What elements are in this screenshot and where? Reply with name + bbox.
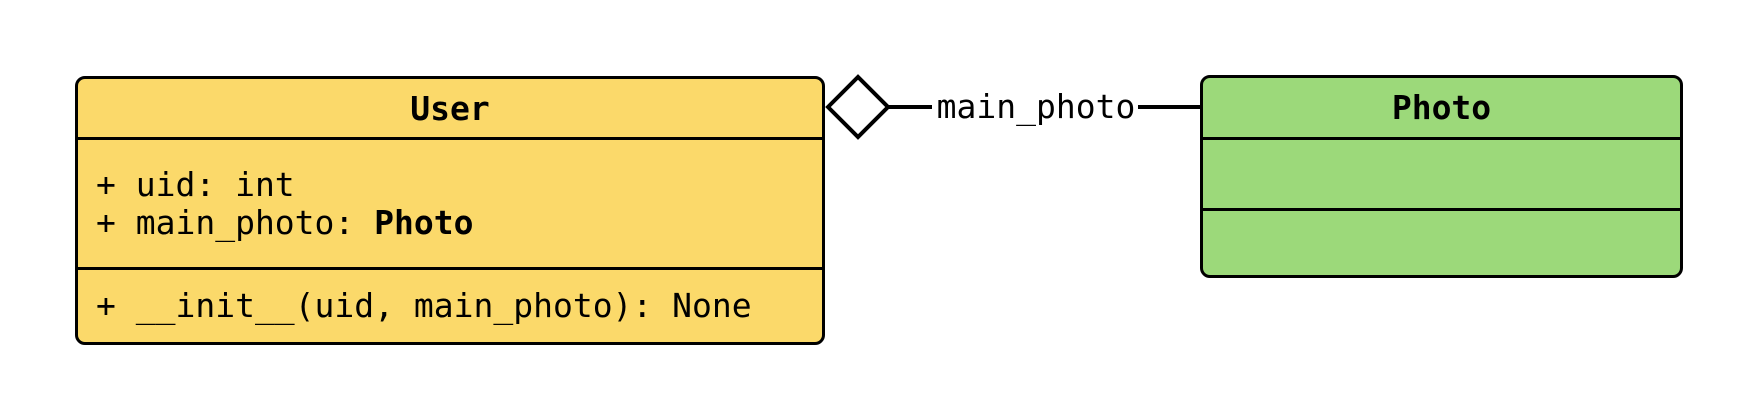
- user-attributes-compartment: + uid: int + main_photo: Photo: [78, 137, 822, 267]
- class-box-user: User + uid: int + main_photo: Photo + __…: [75, 76, 825, 345]
- class-box-photo: Photo: [1200, 75, 1683, 278]
- class-title-photo-label: Photo: [1391, 88, 1492, 127]
- attribute-uid-text: + uid: int: [96, 164, 295, 204]
- aggregation-diamond-icon: [825, 74, 891, 140]
- photo-methods-compartment-empty: [1203, 208, 1680, 275]
- class-title-photo: Photo: [1203, 78, 1680, 137]
- class-title-user-label: User: [410, 88, 490, 128]
- attribute-main-photo-type: Photo: [374, 202, 474, 242]
- photo-attributes-compartment-empty: [1203, 137, 1680, 208]
- method-init-text: + __init__(uid, main_photo): None: [96, 286, 752, 325]
- user-methods-compartment: + __init__(uid, main_photo): None: [78, 267, 822, 342]
- attribute-main-photo-text: + main_photo:: [96, 202, 375, 242]
- attribute-row-uid: + uid: int: [96, 164, 822, 204]
- class-title-user: User: [78, 79, 822, 137]
- attribute-row-main-photo: + main_photo: Photo: [96, 202, 822, 242]
- relationship-label: main_photo: [936, 87, 1136, 126]
